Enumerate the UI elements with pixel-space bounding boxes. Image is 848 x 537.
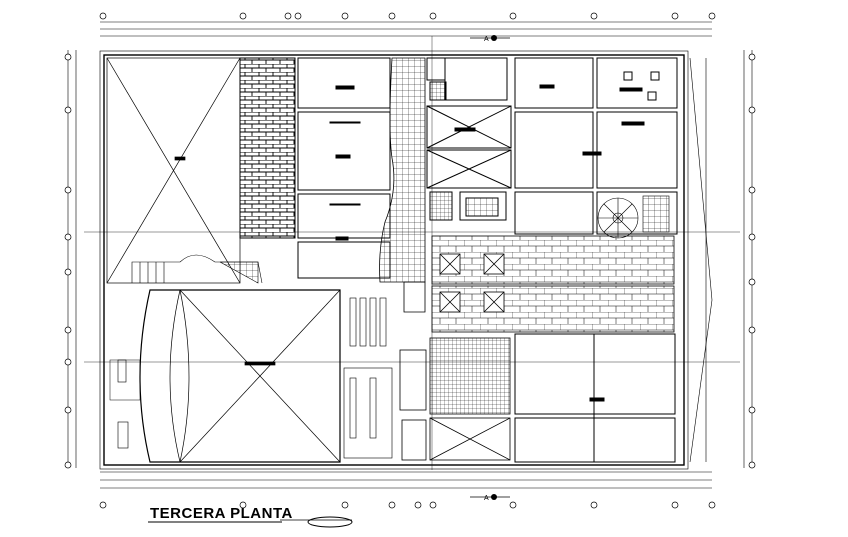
rooms-upper-right [514, 57, 678, 235]
corridor-tiles [431, 235, 675, 285]
north-arrow-icon [280, 516, 353, 528]
brick-wall [239, 57, 296, 239]
void-top-left [106, 57, 241, 284]
axis-markers-bottom [99, 501, 716, 509]
auditorium [109, 289, 341, 463]
shafts [439, 253, 505, 313]
axis-markers-top [99, 12, 716, 20]
building-outline [99, 50, 689, 470]
rooms-lower-right [514, 333, 676, 463]
corridor-left [379, 57, 426, 283]
section-label-bottom: A [484, 495, 489, 502]
drawing-title: TERCERA PLANTA [150, 505, 293, 522]
dimension-lines [67, 21, 753, 489]
table-icons [623, 71, 660, 101]
spiral-stair [597, 195, 670, 239]
axis-markers-left [64, 53, 72, 469]
seating [117, 297, 393, 459]
axis-markers-right [748, 53, 756, 469]
right-wedge [689, 57, 713, 463]
section-label-top: A [484, 36, 489, 43]
corridor-tiles-lower [431, 285, 675, 333]
rooms-upper-middle [297, 57, 391, 279]
service-core [426, 57, 512, 221]
restrooms [399, 337, 511, 461]
section-marker-top: A [470, 35, 510, 43]
planter [131, 254, 263, 284]
section-marker-bottom: A [470, 494, 510, 502]
